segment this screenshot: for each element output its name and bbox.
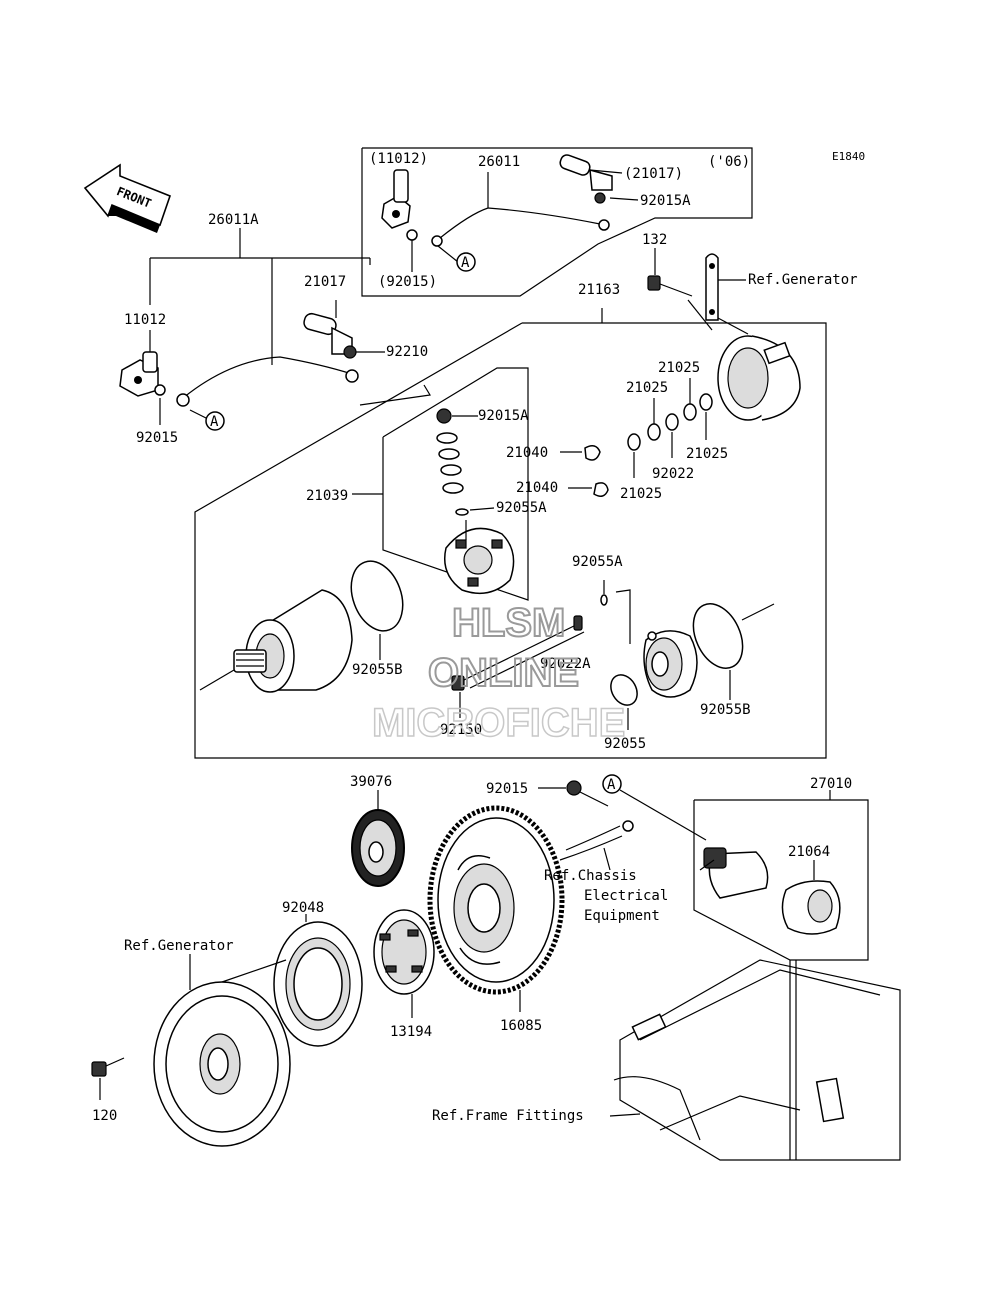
through-bolts [451, 615, 585, 718]
ref-chassis-2: Electrical [584, 888, 668, 904]
label-92055A-a: 92055A [496, 500, 547, 516]
label-21025-a: 21025 [658, 360, 700, 376]
label-21163: 21163 [578, 282, 620, 298]
callout-a-left [205, 411, 225, 431]
inset-label-26011: 26011 [478, 154, 520, 170]
inset-label-06: ('06) [708, 154, 750, 170]
label-92015-bottom: 92015 [486, 781, 528, 797]
ref-generator-top: Ref.Generator [748, 272, 858, 288]
terminal-nut-stack [436, 408, 478, 494]
bolt-132: 132 [642, 232, 693, 297]
starter-gear-16085 [427, 805, 565, 1012]
label-92015-left: 92015 [136, 430, 178, 446]
label-92022: 92022 [652, 466, 694, 482]
label-27010: 27010 [810, 776, 852, 792]
callout-a-left-label: A [210, 414, 219, 430]
label-21040-a: 21040 [506, 445, 548, 461]
diagram-code: E1840 [832, 150, 865, 163]
label-21025-d: 21025 [620, 486, 662, 502]
pointer-line [359, 384, 431, 406]
inset-label-11012: (11012) [369, 151, 428, 167]
label-13194: 13194 [390, 1024, 432, 1040]
front-arrow-icon: FRONT [83, 163, 172, 233]
generator-rotor [153, 959, 291, 1147]
inset-label-92015A: 92015A [640, 193, 691, 209]
bolt-120 [91, 1057, 125, 1100]
ref-generator-bottom: Ref.Generator [124, 938, 234, 954]
label-92022A: 92022A [540, 656, 591, 672]
label-92048: 92048 [282, 900, 324, 916]
inset-label-92015: (92015) [378, 274, 437, 290]
inset-terminal-cap [381, 169, 411, 229]
callout-a-bottom-label: A [607, 777, 616, 793]
oring-small [455, 508, 469, 516]
watermark-line3: MICROFICHE [372, 701, 625, 745]
ref-chassis-3: Equipment [584, 908, 660, 924]
starter-cable-group: A [119, 228, 385, 431]
label-92015A: 92015A [478, 408, 529, 424]
starter-clutch-13194 [373, 909, 435, 1018]
label-21064: 21064 [788, 844, 830, 860]
label-120: 120 [92, 1108, 117, 1124]
nut-92015-bottom [538, 780, 609, 807]
label-92055A-b: 92055A [572, 554, 623, 570]
frame-fittings [613, 959, 901, 1161]
oring-92055B-left [350, 560, 404, 632]
label-92055B-a: 92055B [352, 662, 403, 678]
idle-gear-39076 [351, 790, 405, 887]
starter-front-cover [643, 630, 698, 698]
label-92055B-b: 92055B [700, 702, 751, 718]
motor-yoke [199, 589, 353, 693]
label-21017: 21017 [304, 274, 346, 290]
inset-callout-a [456, 252, 476, 272]
generator-bracket [687, 253, 749, 335]
label-92055: 92055 [604, 736, 646, 752]
watermark-line2: ONLINE [428, 651, 579, 695]
ref-frame-fittings: Ref.Frame Fittings [432, 1108, 584, 1124]
label-92210: 92210 [386, 344, 428, 360]
inset-label-21017: (21017) [624, 166, 683, 182]
brush-plate [444, 520, 515, 595]
cable-terminal-bottom [559, 820, 634, 871]
relay-box [693, 790, 869, 961]
label-92150: 92150 [440, 722, 482, 738]
label-21025-b: 21025 [626, 380, 668, 396]
washer-set [627, 378, 713, 478]
starter-motor-box: 21163 [194, 282, 827, 759]
inset-callout-a-label: A [461, 255, 470, 271]
label-132: 132 [642, 232, 667, 248]
brush-springs [560, 445, 609, 497]
bearing-92048 [273, 914, 363, 1047]
label-21040-b: 21040 [516, 480, 558, 496]
label-26011A: 26011A [208, 212, 259, 228]
label-39076: 39076 [350, 774, 392, 790]
watermark-line1: HLSM [452, 601, 565, 645]
oring-92055B-right [692, 603, 744, 669]
label-11012: 11012 [124, 312, 166, 328]
relay-cover-21064 [781, 860, 841, 935]
oring-92055 [610, 674, 638, 706]
ref-chassis-1: Ref.Chassis [544, 868, 637, 884]
inset-box: (11012) 26011 (21017) ('06) 92015A (9201… [361, 147, 753, 297]
label-21025-c: 21025 [686, 446, 728, 462]
label-21039: 21039 [306, 488, 348, 504]
label-16085: 16085 [500, 1018, 542, 1034]
starter-end-cover [717, 335, 801, 421]
starter-relay [699, 847, 769, 899]
oring-92055A-right [600, 594, 608, 606]
callout-a-bottom [602, 774, 622, 794]
brush-subbox [382, 367, 529, 601]
